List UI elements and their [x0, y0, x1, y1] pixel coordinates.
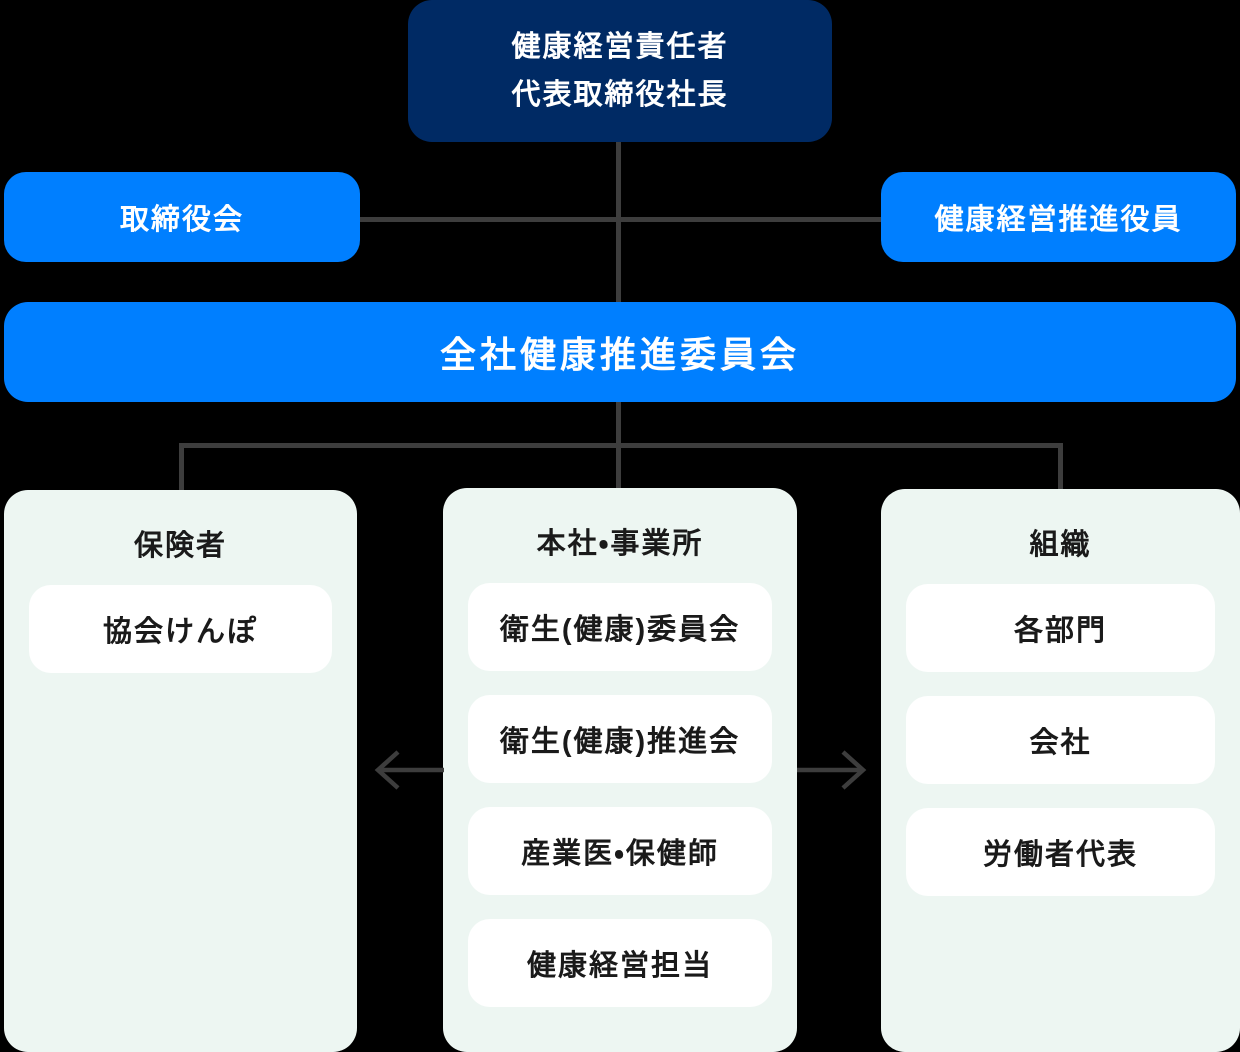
- panel-headquarters-title: 本社・事業所: [536, 527, 704, 560]
- node-hygiene-health-committee: 衛生(健康)委員会: [468, 583, 772, 671]
- panel-organization-title: 組織: [1029, 528, 1092, 561]
- panel-organization: 組織 各部門 会社 労働者代表: [881, 489, 1240, 1052]
- panel-insurer: 保険者 協会けんぽ: [4, 490, 357, 1052]
- node-health-management-staff: 健康経営担当: [468, 919, 772, 1007]
- node-each-department: 各部門: [906, 584, 1215, 672]
- node-hygiene-health-promotion-group: 衛生(健康)推進会: [468, 695, 772, 783]
- panel-headquarters: 本社・事業所 衛生(健康)委員会 衛生(健康)推進会 産業医・保健師 健康経営担…: [443, 488, 797, 1052]
- node-kyokai-kenpo: 協会けんぽ: [29, 585, 332, 673]
- node-promotion-officer-label: 健康経営推進役員: [934, 204, 1183, 236]
- node-worker-representative: 労働者代表: [906, 808, 1215, 896]
- connector-drop-right: [1058, 443, 1063, 490]
- node-health-management-chief-line1: 健康経営責任者: [511, 31, 729, 63]
- node-board-of-directors: 取締役会: [4, 172, 360, 262]
- connector-top-vertical: [616, 142, 621, 302]
- panel-insurer-title: 保険者: [133, 529, 227, 562]
- node-health-promotion-committee: 全社健康推進委員会: [4, 302, 1236, 402]
- node-promotion-officer: 健康経営推進役員: [881, 172, 1236, 262]
- panel-insurer-items: 協会けんぽ: [4, 585, 357, 673]
- panel-organization-items: 各部門 会社 労働者代表: [881, 584, 1240, 896]
- connector-bracket-horizontal: [179, 443, 1063, 448]
- connector-board-officer-horizontal: [360, 217, 881, 222]
- node-company: 会社: [906, 696, 1215, 784]
- panel-headquarters-items: 衛生(健康)委員会 衛生(健康)推進会 産業医・保健師 健康経営担当: [443, 583, 797, 1007]
- node-occupational-physician-nurse: 産業医・保健師: [468, 807, 772, 895]
- arrow-left-icon: [372, 748, 446, 792]
- node-board-of-directors-label: 取締役会: [119, 204, 244, 236]
- node-health-management-chief: 健康経営責任者 代表取締役社長: [408, 0, 832, 142]
- connector-drop-left: [179, 443, 184, 490]
- node-health-management-chief-line2: 代表取締役社長: [511, 79, 729, 111]
- arrow-right-icon: [795, 748, 869, 792]
- node-health-promotion-committee-label: 全社健康推進委員会: [439, 334, 800, 375]
